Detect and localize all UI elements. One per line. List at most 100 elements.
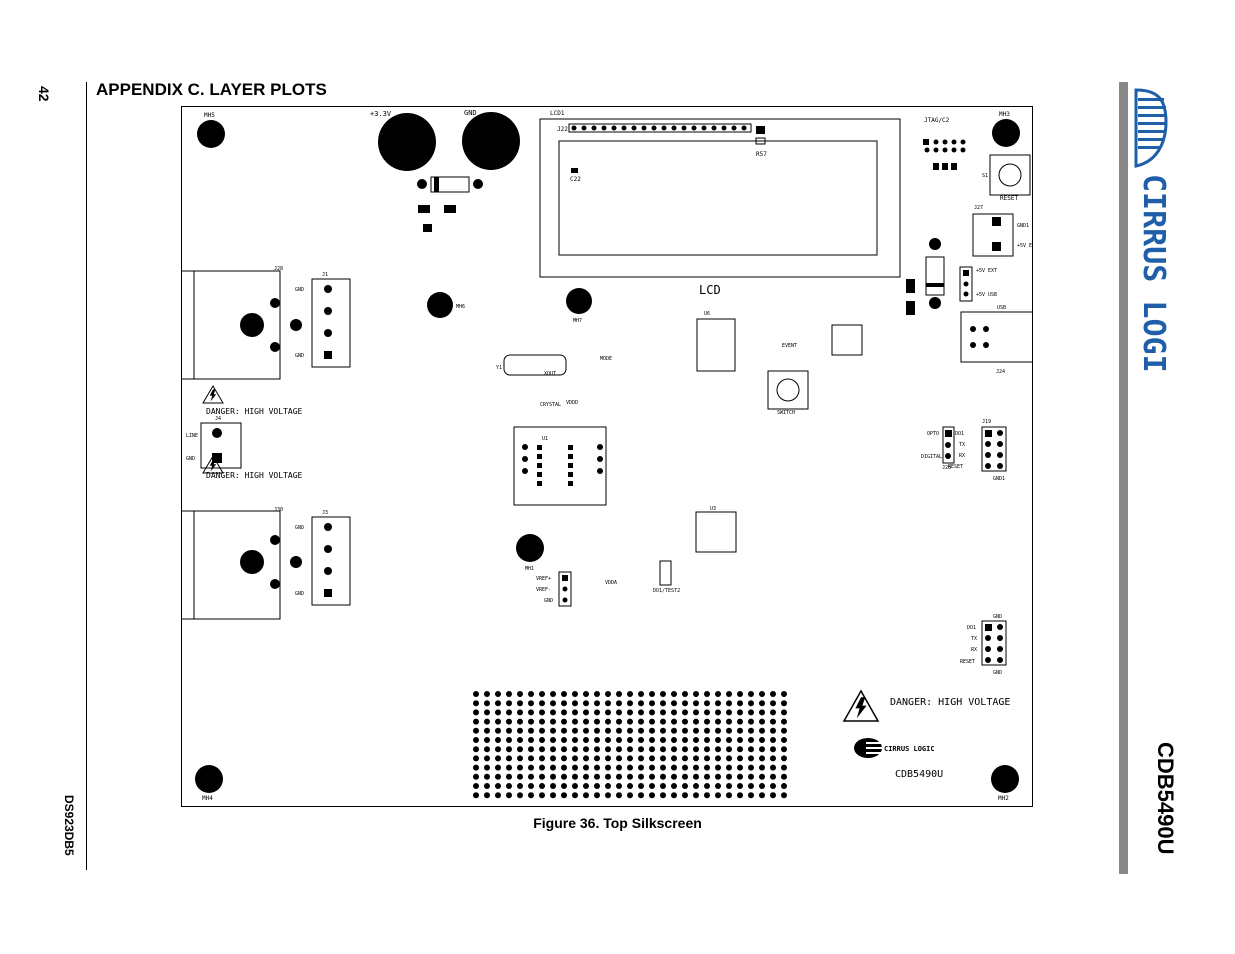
prototype-pad [528, 691, 534, 697]
header-j17 [981, 620, 1007, 666]
prototype-pad [550, 783, 556, 789]
prototype-pad [517, 700, 523, 707]
prototype-pad [539, 746, 545, 753]
prototype-pad [715, 737, 721, 743]
prototype-pad [484, 783, 490, 789]
prototype-pad [550, 727, 556, 734]
prototype-pad [616, 783, 622, 789]
prototype-pad [759, 792, 765, 799]
prototype-pad [550, 691, 556, 697]
page-number: 42 [36, 86, 52, 102]
prototype-pad [638, 764, 644, 771]
prototype-pad [627, 773, 633, 780]
prototype-pad [781, 718, 787, 725]
pad [324, 329, 332, 337]
pad [324, 545, 332, 553]
prototype-pad [572, 773, 578, 780]
connector-j30-flange [155, 510, 195, 620]
prototype-pad [605, 773, 611, 780]
prototype-pad [638, 746, 644, 753]
prototype-pad [572, 737, 578, 743]
vref-gnd-label: GND [544, 598, 553, 604]
prototype-pad [572, 727, 578, 734]
prototype-pad [770, 783, 776, 789]
prototype-pad [484, 764, 490, 771]
pad [983, 342, 989, 348]
prototype-pad [704, 764, 710, 771]
prototype-pad [583, 755, 589, 762]
prototype-pad [693, 773, 699, 780]
pad [212, 428, 222, 438]
pad [324, 523, 332, 531]
pad [755, 137, 766, 145]
diode-band [926, 283, 944, 287]
mounting-hole-mh3 [992, 119, 1020, 147]
warning-text-3: DANGER: HIGH VOLTAGE [890, 697, 1010, 708]
diode-z2 [925, 256, 945, 296]
ext-5v-label: +5V EXT [1017, 243, 1032, 249]
diode-z1 [430, 176, 470, 193]
prototype-pad-grid [473, 691, 787, 799]
prototype-pad [781, 792, 787, 799]
prototype-pad [517, 718, 523, 725]
prototype-pad [693, 783, 699, 789]
prototype-pad [649, 737, 655, 743]
prototype-pad [693, 691, 699, 697]
prototype-pad [605, 792, 611, 799]
prototype-pad [660, 783, 666, 789]
prototype-pad [759, 773, 765, 780]
lcd-header-pins [571, 125, 747, 131]
prototype-pad [693, 718, 699, 725]
prototype-pad [561, 783, 567, 789]
j27-label: J27 [974, 205, 983, 211]
prototype-pad [770, 746, 776, 753]
prototype-pad [495, 773, 501, 780]
pad [906, 279, 915, 293]
lcd-header [568, 123, 752, 133]
j17-gnd2-label: GND [993, 670, 1002, 676]
prototype-pad [495, 755, 501, 762]
prototype-pad [506, 737, 512, 743]
prototype-pad [671, 709, 677, 716]
mounting-hole-mh6 [427, 292, 453, 318]
prototype-pad [594, 700, 600, 707]
prototype-pad [660, 792, 666, 799]
prototype-pad [660, 709, 666, 716]
prototype-pad [484, 700, 490, 707]
connector-j28-flange [155, 270, 195, 380]
prototype-pad [638, 691, 644, 697]
prototype-pad [528, 746, 534, 753]
prototype-pad [737, 773, 743, 780]
mounting-hole-mh4 [195, 765, 223, 793]
prototype-pad [671, 764, 677, 771]
prototype-pad [572, 783, 578, 789]
prototype-pad [759, 755, 765, 762]
prototype-pad [506, 773, 512, 780]
prototype-pad [550, 700, 556, 707]
pad [756, 126, 765, 134]
prototype-pad [561, 764, 567, 771]
jtag-label: JTAG/C2 [924, 117, 950, 124]
pad [473, 179, 483, 189]
prototype-pad [726, 718, 732, 725]
pad [417, 179, 427, 189]
section-title: APPENDIX C. LAYER PLOTS [96, 80, 327, 99]
cirrus-logo-mark [1134, 88, 1168, 168]
vddd-label: VDDD [566, 400, 578, 406]
prototype-pad [638, 783, 644, 789]
prototype-pad [616, 727, 622, 734]
prototype-pad [473, 718, 479, 725]
prototype-pad [561, 691, 567, 697]
prototype-pad [715, 764, 721, 771]
prototype-pad [495, 700, 501, 707]
warning-text-2: DANGER: HIGH VOLTAGE [206, 471, 303, 480]
prototype-pad [748, 764, 754, 771]
j4-label: J4 [215, 416, 221, 422]
j17-reset-label: RESET [960, 659, 975, 665]
prototype-pad [605, 700, 611, 707]
prototype-pad [671, 773, 677, 780]
diode-z1-band [434, 177, 439, 192]
j30-label: J30 [274, 507, 283, 513]
prototype-pad [528, 792, 534, 799]
prototype-pad [506, 746, 512, 753]
